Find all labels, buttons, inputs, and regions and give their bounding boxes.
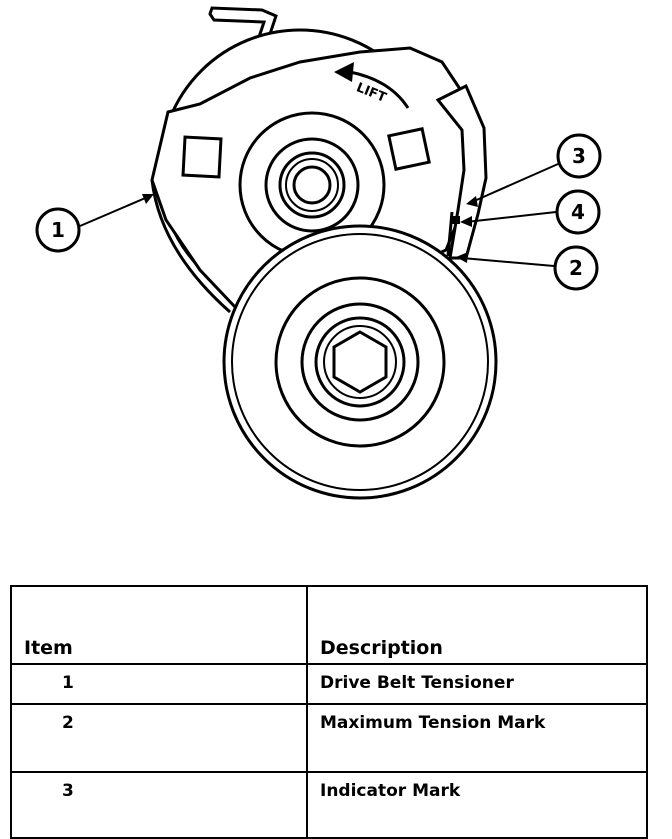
row-item: 1 xyxy=(10,663,308,705)
callout-3: 3 xyxy=(556,133,602,179)
tensioner-diagram: LIFT 1 3 4 2 xyxy=(35,6,602,500)
lift-arrow-head xyxy=(334,62,354,82)
leader-2 xyxy=(461,257,555,267)
leader-3 xyxy=(471,163,559,203)
table-row: 2 Maximum Tension Mark xyxy=(10,703,648,773)
callout-4: 4 xyxy=(555,189,601,235)
lift-arrow xyxy=(349,70,410,109)
callout-2-label: 2 xyxy=(569,256,583,280)
row-item: 2 xyxy=(10,703,308,773)
callout-1: 1 xyxy=(35,207,81,253)
leader-4-arrow xyxy=(460,216,472,227)
leader-3-arrow xyxy=(466,196,478,207)
row-item: 3 xyxy=(10,771,308,839)
parts-legend-table: Item Description 1 Drive Belt Tensioner … xyxy=(10,585,648,839)
table-row: 3 Indicator Mark xyxy=(10,771,648,839)
row-description: Indicator Mark xyxy=(306,771,648,839)
tensioner-illustration: LIFT 1 3 4 2 xyxy=(35,6,602,500)
body-window-left xyxy=(181,135,223,179)
hub-center xyxy=(292,165,332,205)
description-column-header: Description xyxy=(306,585,648,665)
pulley-lip xyxy=(231,233,489,491)
callout-3-label: 3 xyxy=(572,144,586,168)
callout-2: 2 xyxy=(553,245,599,291)
callout-4-label: 4 xyxy=(571,200,585,224)
row-description: Maximum Tension Mark xyxy=(306,703,648,773)
leader-2-arrow xyxy=(456,252,468,263)
leader-1-arrow xyxy=(142,194,154,204)
body-window-right xyxy=(387,127,431,171)
pulley-hex-bolt xyxy=(332,330,388,394)
table-header-row: Item Description xyxy=(10,585,648,665)
table-row: 1 Drive Belt Tensioner xyxy=(10,663,648,705)
leader-4 xyxy=(465,211,557,223)
item-column-header: Item xyxy=(10,585,308,665)
leader-1 xyxy=(79,195,151,227)
tensioner-body-edge xyxy=(150,179,231,314)
row-description: Drive Belt Tensioner xyxy=(306,663,648,705)
callout-1-label: 1 xyxy=(51,218,65,242)
max-tension-block xyxy=(450,216,460,224)
